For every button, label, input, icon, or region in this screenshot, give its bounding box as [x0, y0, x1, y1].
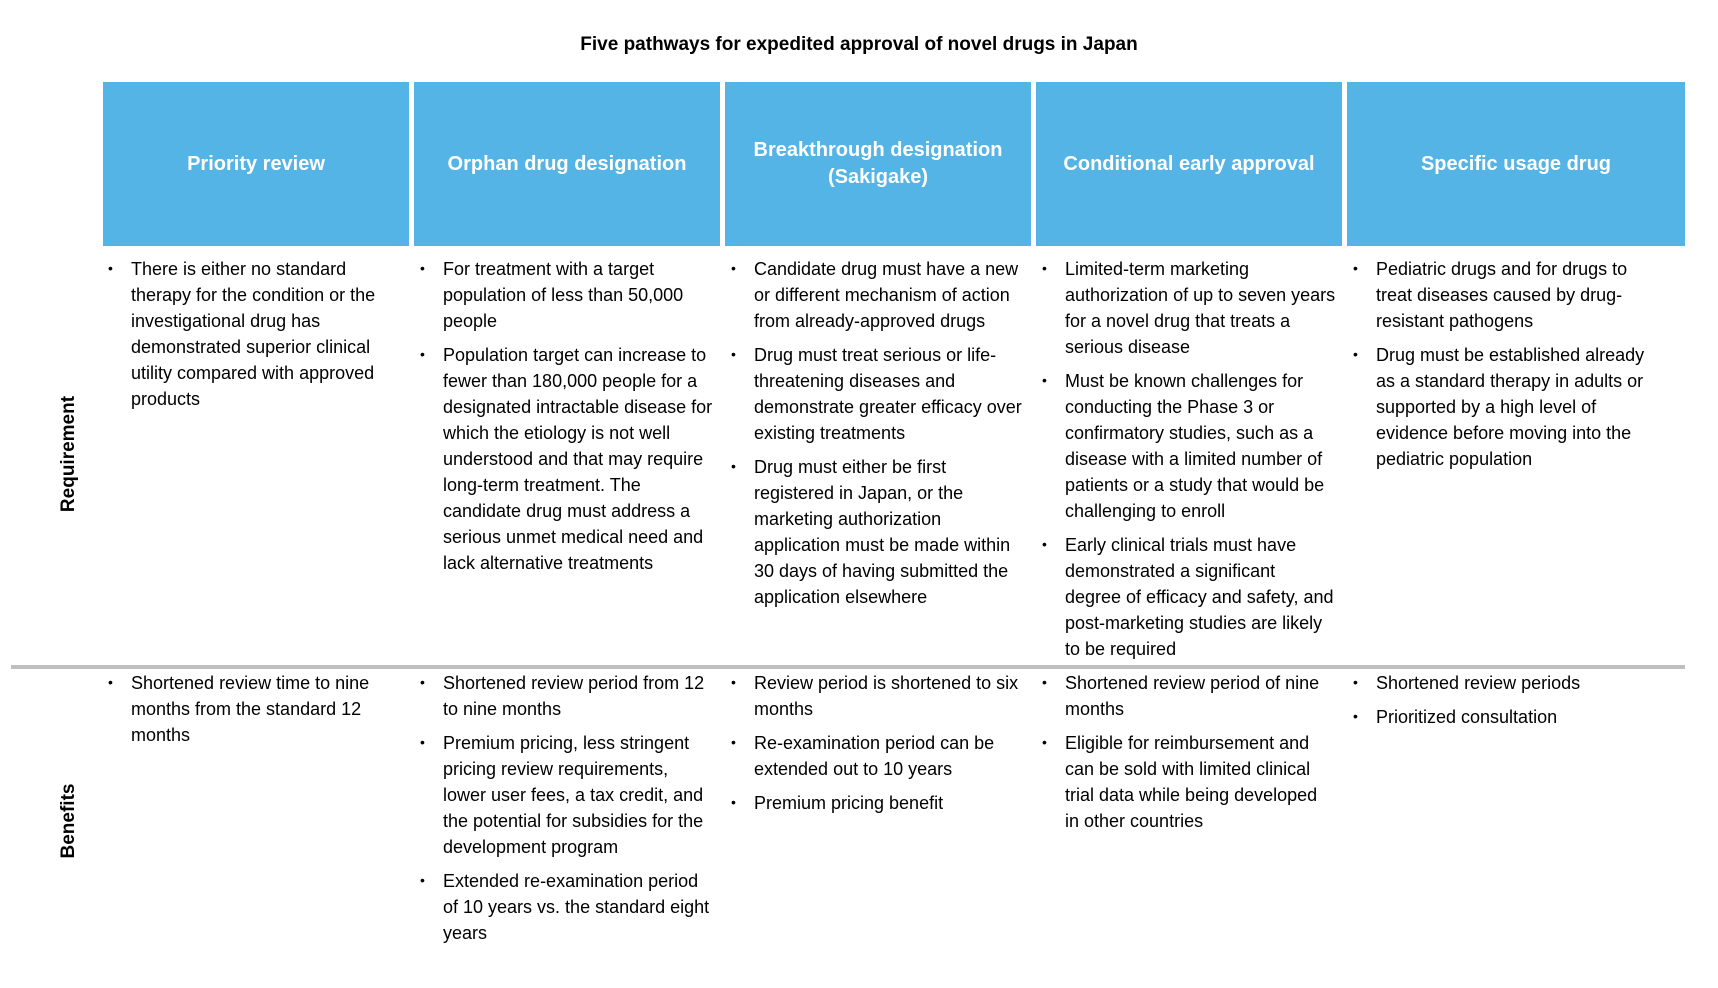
bullet-item: Shortened review periods [1347, 669, 1659, 696]
bullet-item: Re-examination period can be extended ou… [725, 729, 1025, 782]
bullet-list: Shortened review period from 12 to nine … [414, 669, 714, 946]
row-label-benefits: Benefits [58, 783, 79, 859]
bullet-item: Extended re-examination period of 10 yea… [414, 867, 714, 946]
row-divider [11, 665, 1685, 669]
page-title: Five pathways for expedited approval of … [580, 34, 1138, 55]
bullet-item: Drug must treat serious or life-threaten… [725, 341, 1025, 446]
requirement-cell-conditional-early-approval: Limited-term marketing authorization of … [1036, 255, 1336, 670]
bullet-item: Limited-term marketing authorization of … [1036, 255, 1336, 360]
requirement-cell-priority-review: There is either no standard therapy for … [102, 255, 402, 420]
bullet-list: Limited-term marketing authorization of … [1036, 255, 1336, 662]
bullet-item: There is either no standard therapy for … [102, 255, 402, 412]
bullet-list: Shortened review periodsPrioritized cons… [1347, 669, 1659, 730]
column-header-specific-usage-drug: Specific usage drug [1347, 82, 1685, 246]
bullet-item: Drug must either be first registered in … [725, 453, 1025, 610]
bullet-list: Shortened review time to nine months fro… [102, 669, 402, 748]
bullet-item: Pediatric drugs and for drugs to treat d… [1347, 255, 1659, 334]
bullet-item: Premium pricing, less stringent pricing … [414, 729, 714, 860]
bullet-list: Candidate drug must have a new or differ… [725, 255, 1025, 610]
column-header-conditional-early-approval: Conditional early approval [1036, 82, 1342, 246]
bullet-item: Shortened review time to nine months fro… [102, 669, 402, 748]
requirement-cell-breakthrough: Candidate drug must have a new or differ… [725, 255, 1025, 618]
bullet-list: For treatment with a target population o… [414, 255, 714, 576]
column-headers: Priority review Orphan drug designation … [103, 82, 1685, 246]
benefits-cell-priority-review: Shortened review time to nine months fro… [102, 669, 402, 756]
benefits-cell-breakthrough: Review period is shortened to six months… [725, 669, 1025, 824]
bullet-item: Review period is shortened to six months [725, 669, 1025, 722]
bullet-item: Drug must be established already as a st… [1347, 341, 1659, 472]
benefits-cell-specific-usage-drug: Shortened review periodsPrioritized cons… [1347, 669, 1659, 738]
benefits-cell-orphan-drug: Shortened review period from 12 to nine … [414, 669, 714, 954]
bullet-item: For treatment with a target population o… [414, 255, 714, 334]
bullet-item: Candidate drug must have a new or differ… [725, 255, 1025, 334]
bullet-item: Shortened review period from 12 to nine … [414, 669, 714, 722]
row-label-requirement: Requirement [58, 395, 79, 513]
requirement-cell-specific-usage-drug: Pediatric drugs and for drugs to treat d… [1347, 255, 1659, 480]
column-header-orphan-drug: Orphan drug designation [414, 82, 720, 246]
column-header-breakthrough: Breakthrough designation (Sakigake) [725, 82, 1031, 246]
bullet-item: Eligible for reimbursement and can be so… [1036, 729, 1336, 834]
bullet-item: Must be known challenges for conducting … [1036, 367, 1336, 524]
bullet-item: Premium pricing benefit [725, 789, 1025, 816]
bullet-item: Population target can increase to fewer … [414, 341, 714, 576]
column-header-priority-review: Priority review [103, 82, 409, 246]
bullet-item: Early clinical trials must have demonstr… [1036, 531, 1336, 662]
bullet-list: There is either no standard therapy for … [102, 255, 402, 412]
bullet-list: Shortened review period of nine monthsEl… [1036, 669, 1336, 834]
bullet-item: Prioritized consultation [1347, 703, 1659, 730]
bullet-item: Shortened review period of nine months [1036, 669, 1336, 722]
requirement-cell-orphan-drug: For treatment with a target population o… [414, 255, 714, 584]
bullet-list: Review period is shortened to six months… [725, 669, 1025, 816]
bullet-list: Pediatric drugs and for drugs to treat d… [1347, 255, 1659, 472]
benefits-cell-conditional-early-approval: Shortened review period of nine monthsEl… [1036, 669, 1336, 842]
